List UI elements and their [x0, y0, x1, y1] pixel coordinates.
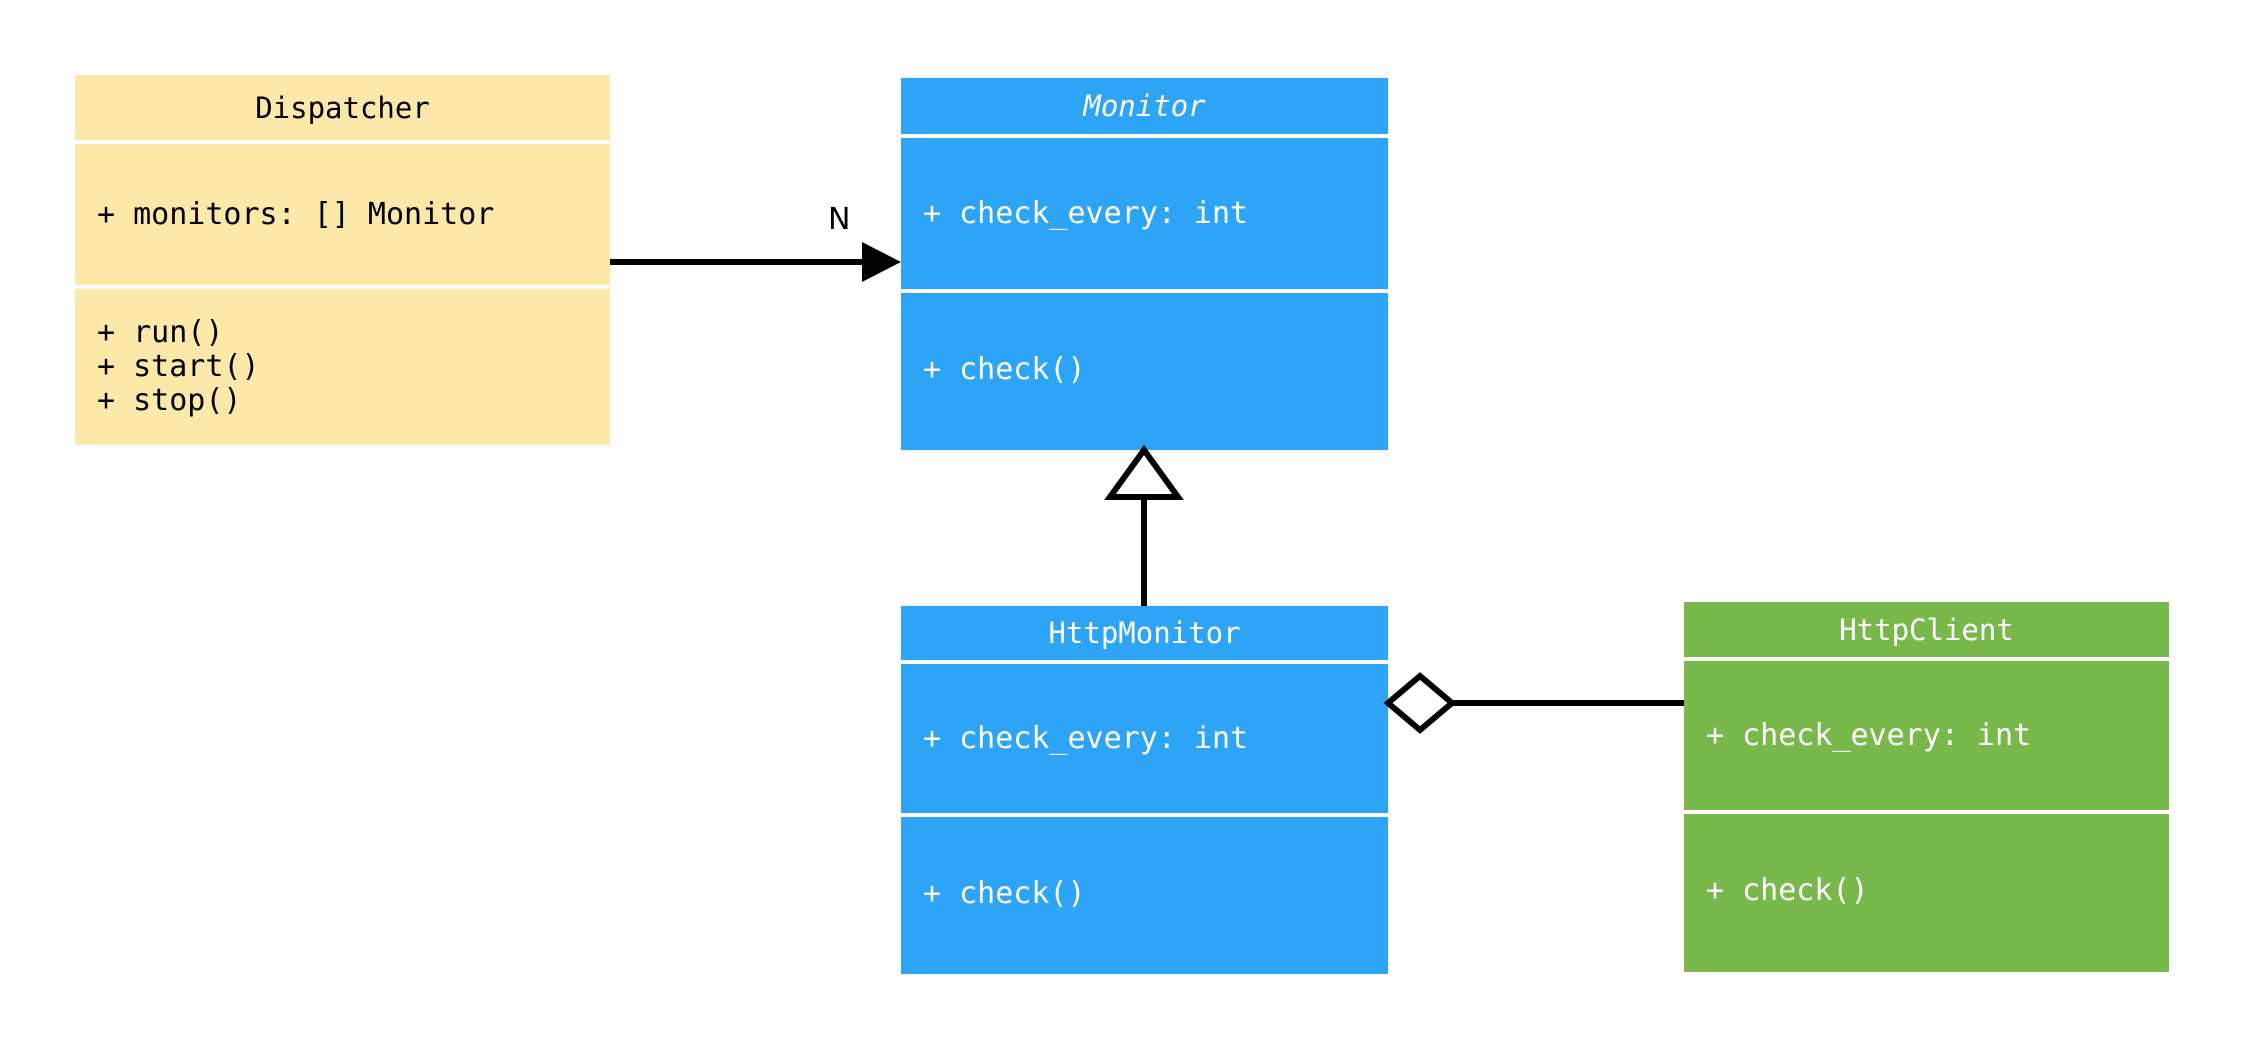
- hollow-diamond-icon: [1383, 672, 1457, 734]
- method-item: + stop(): [97, 383, 242, 418]
- method-item: + start(): [97, 349, 260, 384]
- class-methods-http-client: + check(): [1684, 810, 2169, 967]
- class-box-http-client[interactable]: HttpClient + check_every: int + check(): [1684, 602, 2169, 972]
- class-box-dispatcher[interactable]: Dispatcher + monitors: [] Monitor + run(…: [75, 75, 610, 445]
- filled-arrowhead-icon: [862, 242, 901, 282]
- class-methods-http-monitor: + check(): [901, 813, 1388, 970]
- class-attributes-monitor: + check_every: int: [901, 134, 1388, 289]
- method-item: + run(): [97, 315, 224, 350]
- class-title-dispatcher: Dispatcher: [255, 90, 430, 125]
- method-item: + check(): [923, 875, 1086, 911]
- class-title-monitor: Monitor: [1083, 89, 1206, 123]
- edge-association-dispatcher-monitor: [610, 242, 901, 282]
- attribute-item: + check_every: int: [923, 720, 1249, 756]
- attribute-item: + check_every: int: [1706, 717, 2032, 753]
- edge-generalization-httpmonitor-monitor: [1104, 444, 1184, 606]
- method-item: + check(): [923, 351, 1086, 387]
- hollow-triangle-icon: [1104, 444, 1184, 500]
- edge-aggregation-httpmonitor-httpclient: [1383, 672, 1684, 734]
- method-item: + check(): [1706, 872, 1869, 908]
- class-attributes-http-client: + check_every: int: [1684, 657, 2169, 810]
- class-box-monitor[interactable]: Monitor + check_every: int + check(): [901, 78, 1388, 450]
- attribute-item: + check_every: int: [923, 195, 1249, 231]
- class-attributes-dispatcher: + monitors: [] Monitor: [75, 140, 610, 285]
- class-title-http-client: HttpClient: [1839, 612, 2014, 647]
- class-methods-monitor: + check(): [901, 289, 1388, 446]
- edge-label-multiplicity-n: N: [828, 202, 851, 237]
- class-title-http-monitor: HttpMonitor: [1048, 616, 1241, 650]
- class-attributes-http-monitor: + check_every: int: [901, 660, 1388, 813]
- class-box-http-monitor[interactable]: HttpMonitor + check_every: int + check(): [901, 606, 1388, 974]
- attribute-item: + monitors: [] Monitor: [97, 196, 495, 232]
- class-methods-dispatcher: + run() + start() + stop(): [75, 285, 610, 445]
